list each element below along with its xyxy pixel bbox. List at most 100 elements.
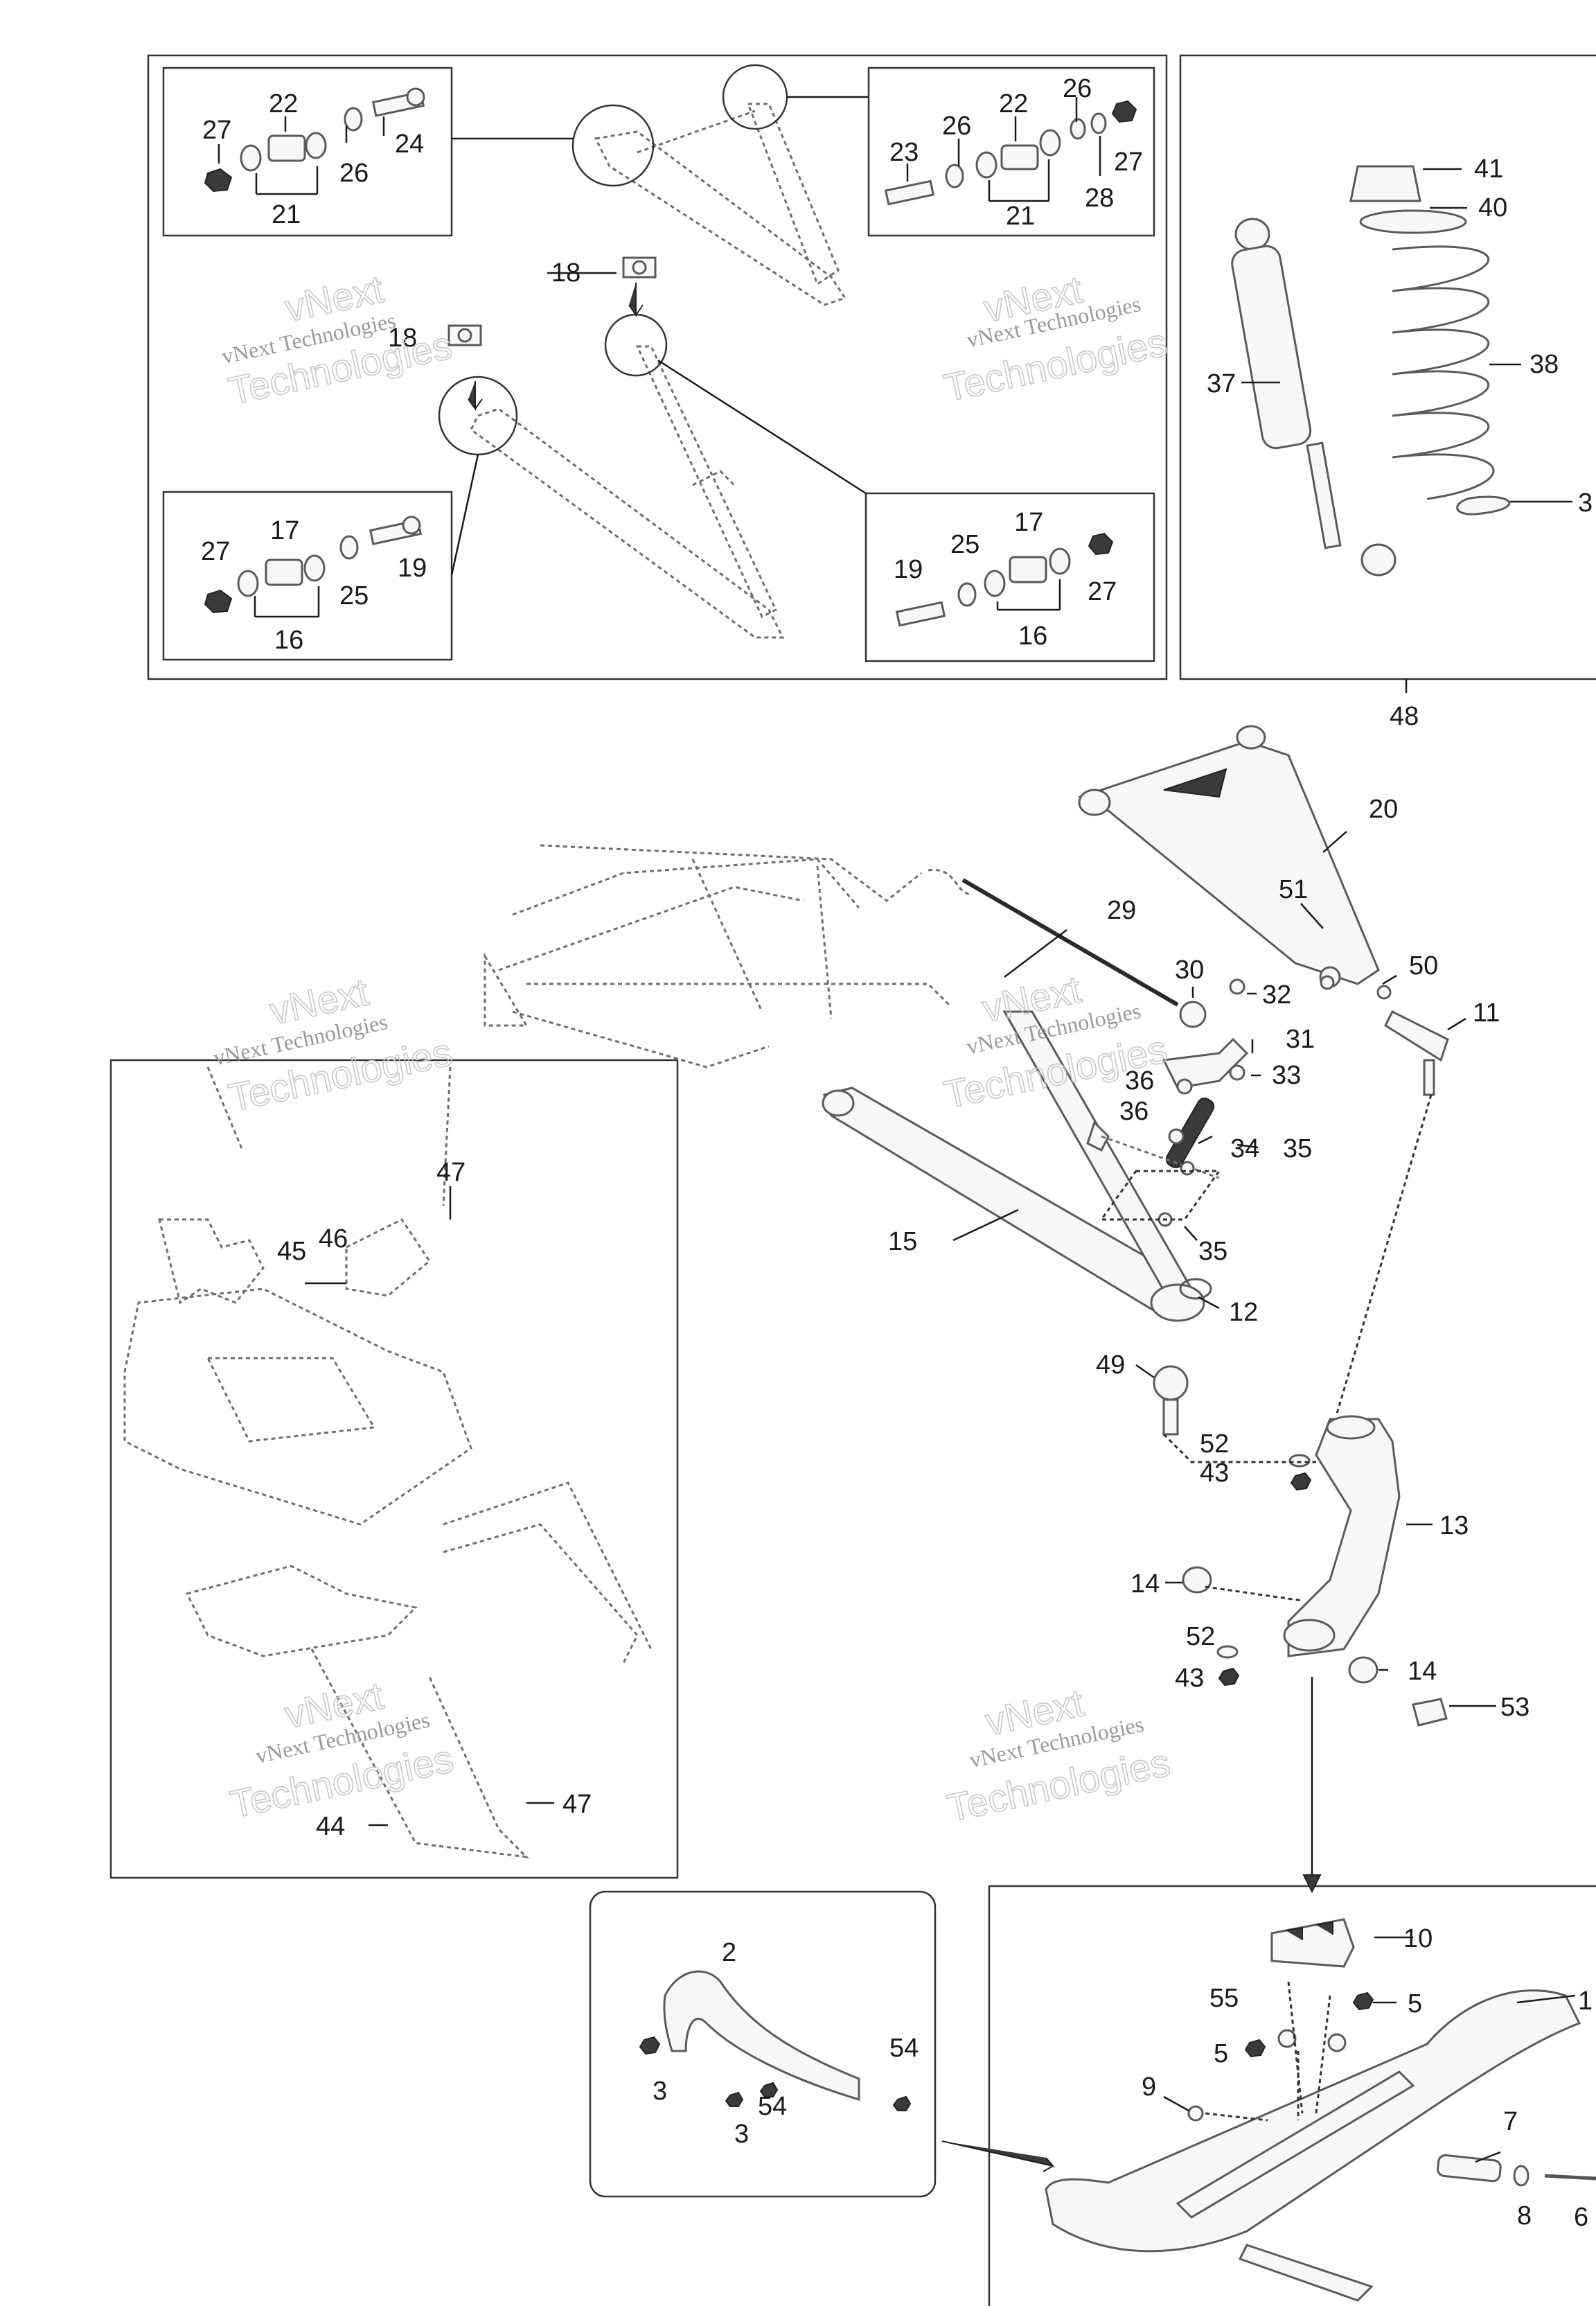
callout-8: 8: [1517, 2201, 1532, 2230]
bushing-18-left: [447, 324, 482, 346]
hardware-set-top-right: [884, 100, 1137, 206]
callout-52: 52: [1200, 1429, 1229, 1459]
shock-detail-frame: [1179, 54, 1596, 680]
callout-38: 38: [1530, 350, 1559, 379]
hardware-set-bottom-right: [895, 532, 1114, 627]
callout-55: 55: [1209, 1984, 1239, 2013]
ball-joint-11: [1384, 1010, 1449, 1096]
spring: [1349, 165, 1511, 516]
lower-a-arm-15: [822, 1010, 1205, 1322]
callout-51: 51: [1279, 875, 1308, 904]
callout-27: 27: [1114, 148, 1143, 177]
callout-19: 19: [894, 555, 923, 584]
callout-9: 9: [1142, 2072, 1156, 2102]
callout-46: 46: [319, 1224, 348, 1253]
frame-dotted: [484, 844, 970, 1068]
callout-41: 41: [1474, 155, 1503, 184]
callout-43: 43: [1200, 1459, 1229, 1488]
callout-27: 27: [201, 537, 230, 566]
callout-14: 14: [1408, 1657, 1437, 1686]
callout-35: 35: [1198, 1237, 1227, 1266]
bushing-18-top: [622, 256, 657, 279]
ski-handle-2: [639, 1970, 1055, 2172]
callout-2: 2: [722, 1938, 736, 1967]
hardware-set-bottom-left: [204, 516, 423, 618]
bushing-box-top-left: [162, 67, 453, 237]
bushing-box-top-right: [867, 67, 1155, 237]
fasteners-misc: [1158, 975, 1392, 1687]
watermark-1: vNext Technologies vNext Technologies: [220, 266, 456, 414]
callout-18: 18: [551, 258, 580, 288]
callout-18: 18: [388, 324, 417, 353]
callout-31: 31: [1286, 1025, 1315, 1054]
callout-6: 6: [1574, 2203, 1588, 2232]
chassis-dotted: [123, 1066, 653, 1859]
callout-17: 17: [1014, 508, 1043, 537]
ball-joint-49: [1153, 1365, 1189, 1436]
callout-26: 26: [942, 112, 971, 141]
watermark-3: vNext Technologies vNext Technologies: [211, 969, 456, 1120]
callout-29: 29: [1107, 896, 1136, 925]
callout-40: 40: [1478, 193, 1507, 222]
callout-26: 26: [1063, 74, 1092, 103]
callout-19: 19: [398, 554, 427, 583]
ski-hardware: [1187, 1981, 1596, 2187]
callout-7: 7: [1503, 2107, 1518, 2136]
callout-54: 54: [889, 2034, 919, 2063]
callout-36: 36: [1119, 1097, 1149, 1126]
callout-labels: 27 22 24 26 21 23 26 22 26 27 28 21 18 1…: [201, 74, 1593, 2232]
hardware-set-top-left: [204, 87, 425, 195]
callout-54: 54: [758, 2092, 787, 2121]
callout-32: 32: [1262, 980, 1291, 1010]
stabilizer-bar-29: [961, 878, 1207, 1028]
ski-1: [1045, 1989, 1581, 2302]
bushings-14-53: [1182, 1566, 1448, 1727]
callout-53: 53: [1500, 1693, 1530, 1722]
callout-21: 21: [272, 200, 301, 229]
callout-50: 50: [1409, 951, 1438, 980]
callout-22: 22: [999, 89, 1028, 118]
watermark-6: vNext Technologies vNext Technologies: [943, 1680, 1174, 1830]
upper-a-arm-dotted: [452, 64, 869, 306]
callout-10: 10: [1403, 1924, 1433, 1953]
callout-25: 25: [950, 530, 979, 559]
callout-37: 37: [1207, 369, 1236, 398]
callout-13: 13: [1439, 1511, 1469, 1540]
callout-33: 33: [1272, 1061, 1301, 1090]
callout-47: 47: [436, 1158, 466, 1187]
callout-49: 49: [1096, 1350, 1125, 1380]
callout-27: 27: [1088, 577, 1117, 606]
callout-21: 21: [1006, 202, 1035, 231]
callout-30: 30: [1175, 956, 1204, 985]
callout-1: 1: [1578, 1987, 1593, 2016]
bushing-box-bottom-left: [162, 491, 453, 661]
callout-5: 5: [1214, 2039, 1228, 2068]
ski-detail-frame: [988, 1885, 1596, 2306]
callout-26: 26: [339, 159, 369, 188]
callout-5: 5: [1408, 1989, 1422, 2018]
callout-17: 17: [270, 516, 299, 545]
callout-39: 3: [1578, 489, 1593, 518]
callout-52: 52: [1186, 1622, 1215, 1651]
callout-3: 3: [734, 2120, 749, 2149]
callout-11: 11: [1473, 998, 1500, 1028]
callout-12: 12: [1229, 1298, 1258, 1327]
ski-block-10: [1270, 1918, 1355, 1968]
callout-36: 36: [1125, 1066, 1154, 1095]
callout-27: 27: [202, 116, 231, 145]
watermark-5: vNext Technologies vNext Technologies: [226, 1673, 457, 1827]
callout-28: 28: [1085, 184, 1114, 213]
ski-leg-13: [1283, 1415, 1401, 1657]
callout-45: 45: [277, 1237, 306, 1266]
callout-24: 24: [395, 130, 424, 159]
callout-16: 16: [1018, 622, 1047, 651]
callout-16: 16: [274, 626, 303, 655]
chassis-detail-frame: [109, 1059, 679, 1879]
ski-handle-frame: [589, 1890, 937, 2198]
callout-14: 14: [1130, 1569, 1160, 1599]
callout-25: 25: [339, 581, 369, 610]
callout-34: 34: [1230, 1134, 1259, 1163]
callout-47: 47: [562, 1790, 592, 1819]
callout-48: 48: [1390, 702, 1419, 731]
